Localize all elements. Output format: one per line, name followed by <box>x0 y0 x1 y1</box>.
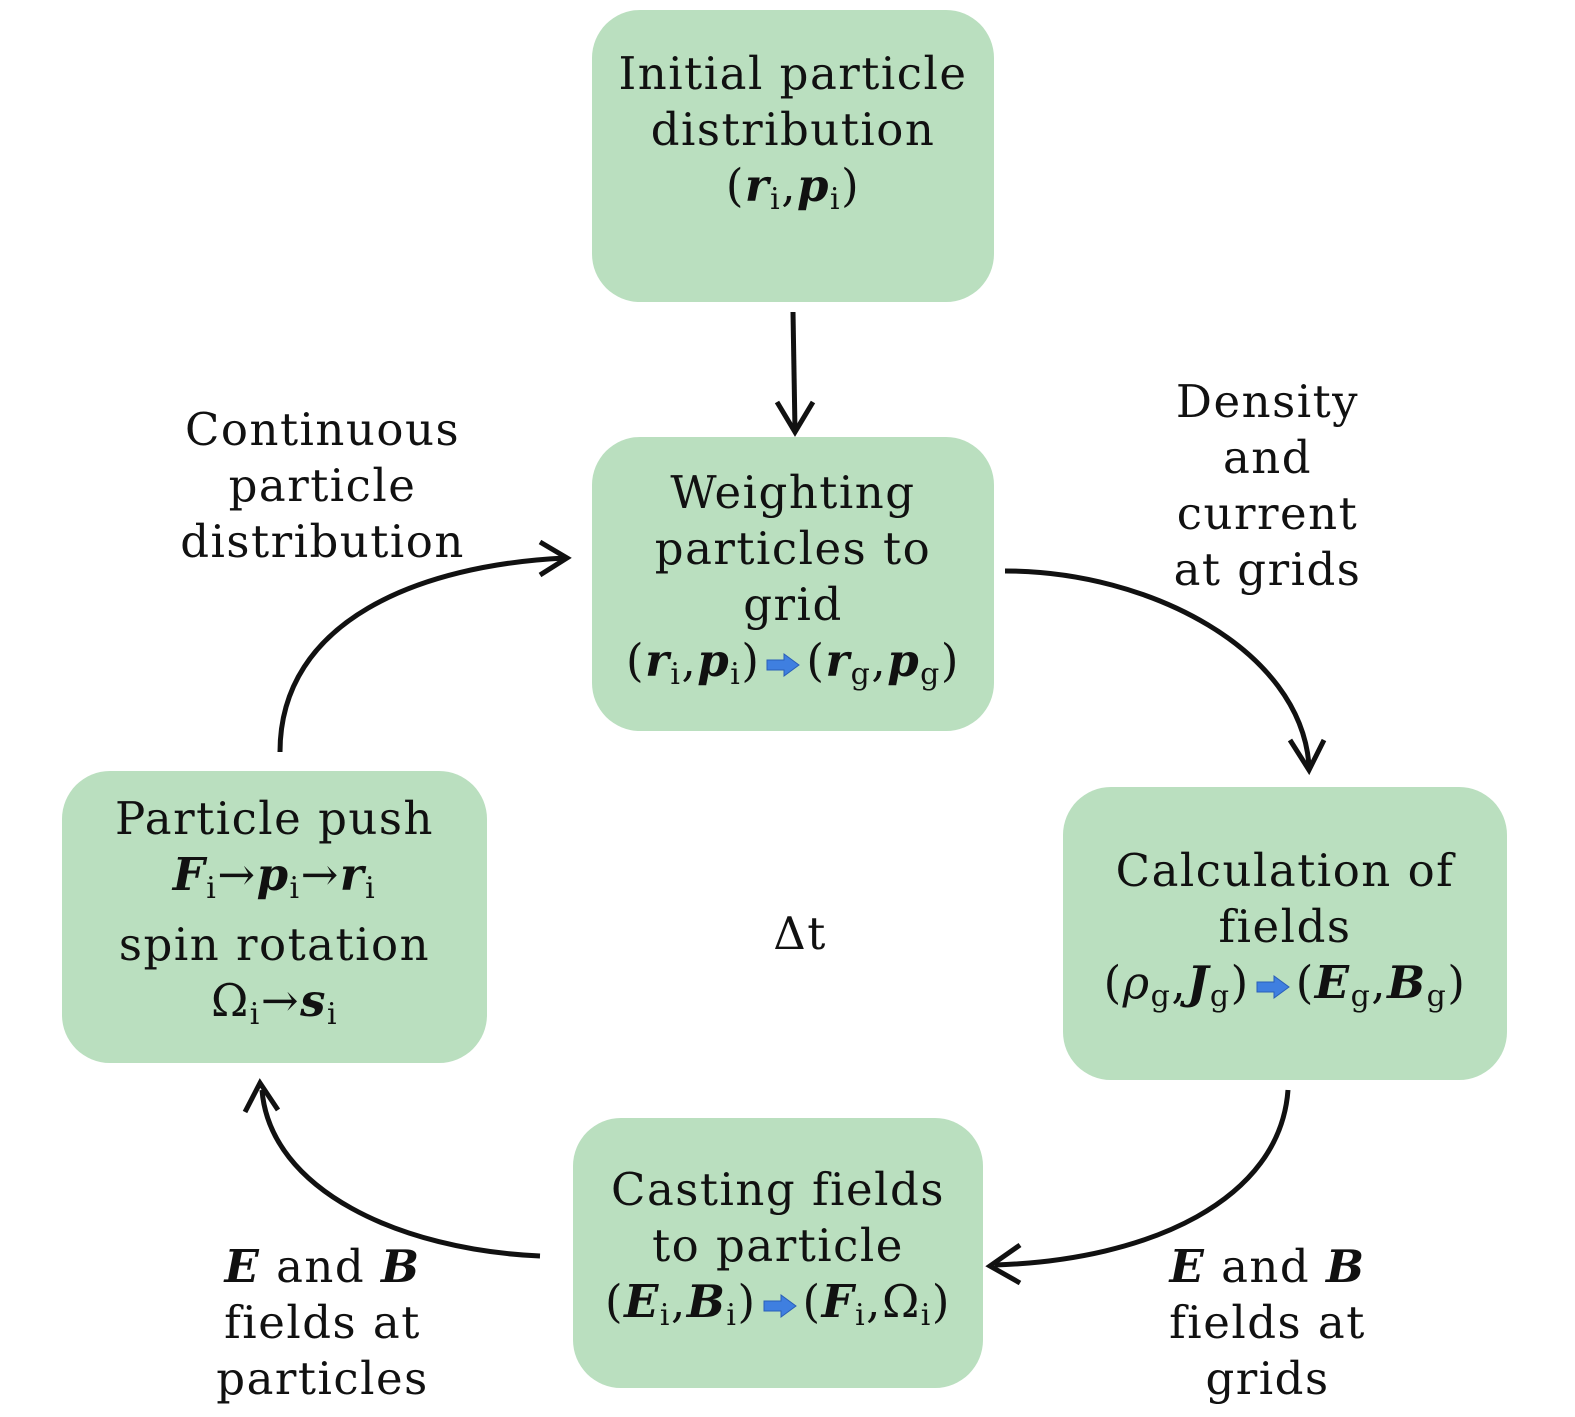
formula-initial: (ri,pi) <box>725 159 861 217</box>
time-step-label: Δt <box>773 907 827 960</box>
box-title-line: Weighting <box>670 466 916 519</box>
label-eb-fields-particles: E and B fields at particles <box>216 1240 429 1405</box>
arrow-push-to-weighting <box>277 555 566 753</box>
box-title-line: grid <box>743 578 843 631</box>
box-title-line: spin rotation <box>118 918 431 971</box>
formula-spin-chain: Ωi→si <box>210 974 339 1032</box>
box-title-line: fields <box>1218 899 1352 953</box>
block-arrow-icon <box>766 653 801 677</box>
box-title-line: Particle push <box>115 792 434 845</box>
label-eb-fields-grids: E and B fields at grids <box>1169 1240 1366 1405</box>
arrowhead-push-to-weighting <box>538 539 572 578</box>
box-title-line: particles to <box>654 522 932 575</box>
arrowhead-casting-to-push <box>242 1078 281 1114</box>
box-weighting: Weighting particles to grid (ri,pi)(rg,p… <box>592 437 994 731</box>
formula-fields: (ρg,Jg)(Eg,Bg) <box>1103 955 1467 1014</box>
box-particle-push: Particle push Fi→pi→ri spin rotation Ωi→… <box>62 771 487 1063</box>
arrow-symbol: → <box>260 974 301 1027</box>
arrow-initial-to-weighting <box>790 311 798 431</box>
box-initial-distribution: Initial particle distribution (ri,pi) <box>592 10 994 302</box>
box-title-line: distribution <box>650 103 936 156</box>
arrowhead-weighting-to-fields <box>1287 738 1327 776</box>
block-arrow-icon <box>1256 974 1290 999</box>
formula-push-chain: Fi→pi→ri <box>172 848 377 906</box>
arrow-symbol: → <box>217 848 257 901</box>
block-arrow-icon <box>763 1294 797 1318</box>
formula-weighting: (ri,pi)(rg,pg) <box>626 634 960 692</box>
box-title-line: to particle <box>652 1219 904 1272</box>
box-title-line: Initial particle <box>618 47 968 100</box>
formula-casting: (Ei,Bi)(Fi,Ωi) <box>605 1275 951 1333</box>
arrow-fields-to-casting <box>994 1089 1291 1268</box>
arrowhead-fields-to-casting <box>985 1242 1022 1286</box>
box-casting-fields: Casting fields to particle (Ei,Bi)(Fi,Ωi… <box>573 1118 983 1388</box>
label-continuous-distribution: Continuous particle distribution <box>180 403 465 568</box>
box-title-line: Casting fields <box>611 1163 945 1216</box>
arrow-symbol: → <box>300 848 340 901</box>
box-calculation-fields: Calculation of fields (ρg,Jg)(Eg,Bg) <box>1063 787 1507 1080</box>
box-title-line: Calculation of <box>1115 843 1455 897</box>
arrow-casting-to-push <box>259 1089 541 1259</box>
label-density-current: Density and current at grids <box>1173 375 1362 596</box>
arrow-weighting-to-fields <box>1004 568 1312 766</box>
arrowhead-initial-to-weighting <box>774 400 816 437</box>
